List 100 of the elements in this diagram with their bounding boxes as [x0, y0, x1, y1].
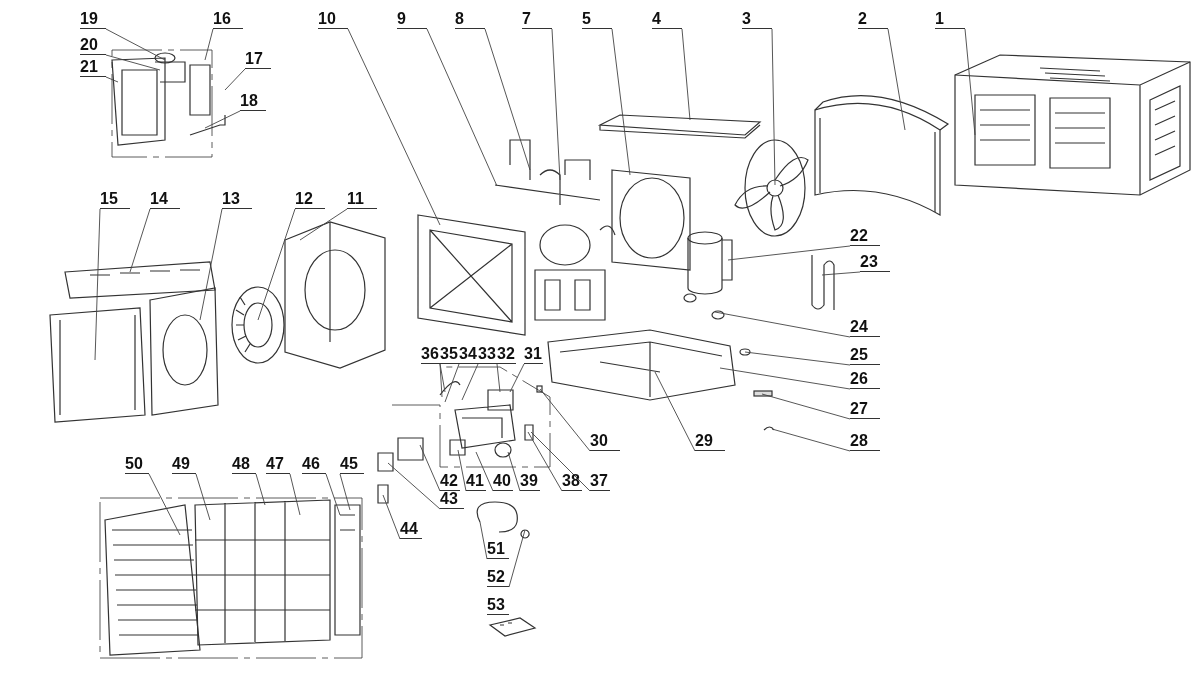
callout-number: 14 — [150, 190, 180, 209]
partition-panel-drawing — [417, 214, 526, 336]
callout-number: 16 — [213, 10, 243, 29]
display-board-drawing — [377, 437, 424, 504]
control-box-drawing — [439, 381, 534, 458]
leader-line — [479, 521, 488, 560]
leader-line — [289, 473, 301, 516]
leader-line — [719, 367, 851, 390]
leader-line — [771, 28, 776, 186]
leader-line — [387, 462, 441, 510]
leader-line — [509, 363, 525, 393]
callout-number: 19 — [80, 10, 106, 29]
leader-line — [325, 473, 341, 516]
callout-number: 28 — [850, 432, 880, 451]
callout-number: 32 — [497, 345, 516, 364]
callout-number: 52 — [487, 568, 509, 587]
callout-number: 1 — [935, 10, 965, 29]
callout-number: 29 — [695, 432, 725, 451]
leader-line — [339, 473, 351, 511]
top-plate-drawing — [64, 261, 216, 299]
fan-blade-drawing — [734, 139, 809, 237]
callout-number: 26 — [850, 370, 880, 389]
leader-line — [681, 28, 691, 121]
leader-line — [475, 451, 494, 492]
leader-line — [105, 54, 161, 71]
cabinet-drawing — [954, 54, 1191, 196]
callout-number: 31 — [524, 345, 543, 364]
screw-drawing — [536, 385, 543, 393]
callout-number: 27 — [850, 400, 880, 419]
callout-number: 41 — [466, 472, 486, 491]
evaporator-panel-drawing — [149, 287, 219, 416]
leader-line — [419, 444, 441, 492]
callout-number: 39 — [520, 472, 540, 491]
condenser-coil-drawing — [814, 94, 949, 216]
leader-line — [714, 311, 851, 338]
callout-number: 8 — [455, 10, 485, 29]
leader-line — [761, 393, 851, 420]
callout-number: 50 — [125, 455, 149, 474]
bracket-drawing — [753, 390, 773, 397]
callout-number: 44 — [400, 520, 422, 539]
leader-line — [551, 28, 561, 181]
callout-number: 23 — [860, 253, 890, 272]
leader-line — [204, 28, 214, 61]
base-pan-drawing — [547, 329, 736, 401]
leader-line — [426, 28, 498, 187]
callout-number: 5 — [582, 10, 612, 29]
clip-drawing — [763, 426, 775, 431]
leader-line — [299, 208, 348, 241]
leader-line — [199, 208, 223, 321]
callout-number: 20 — [80, 36, 106, 55]
callout-number: 45 — [340, 455, 364, 474]
callout-number: 11 — [347, 190, 377, 209]
callout-number: 18 — [240, 92, 266, 111]
callout-number: 24 — [850, 318, 880, 337]
callout-number: 35 — [440, 345, 459, 364]
callout-number: 42 — [440, 472, 460, 491]
callout-number: 25 — [850, 346, 880, 365]
front-grille-drawing — [104, 504, 201, 656]
leader-line — [195, 473, 211, 521]
callout-number: 10 — [318, 10, 348, 29]
callout-number: 37 — [590, 472, 610, 491]
shroud-drawing — [611, 169, 691, 271]
callout-number: 15 — [100, 190, 130, 209]
callout-number: 33 — [478, 345, 497, 364]
callout-number: 12 — [295, 190, 325, 209]
callout-number: 38 — [562, 472, 582, 491]
callout-number: 53 — [487, 596, 509, 615]
leader-line — [496, 363, 501, 393]
pipe-coil-drawing — [811, 254, 835, 311]
callout-number: 9 — [397, 10, 427, 29]
callout-number: 36 — [421, 345, 440, 364]
blower-wheel-drawing — [231, 286, 285, 364]
sensor-cable-drawing — [476, 501, 530, 539]
compressor-drawing — [683, 231, 733, 320]
leader-line — [105, 28, 166, 61]
leader-line — [727, 245, 851, 261]
callout-number: 13 — [222, 190, 252, 209]
leader-line — [654, 371, 696, 452]
callout-number: 17 — [245, 50, 271, 69]
blower-housing-drawing — [284, 221, 386, 369]
callout-number: 48 — [232, 455, 256, 474]
leader-line — [461, 363, 479, 401]
leader-line — [508, 529, 526, 588]
callout-number: 30 — [590, 432, 620, 451]
leader-line — [444, 363, 460, 403]
callout-number: 22 — [850, 227, 880, 246]
callout-number: 3 — [742, 10, 772, 29]
callout-number: 2 — [858, 10, 888, 29]
evaporator-coil-drawing — [49, 307, 146, 423]
leader-line — [771, 428, 851, 452]
leader-line — [224, 68, 246, 91]
leader-line — [527, 431, 563, 492]
top-cover-drawing — [599, 114, 762, 139]
callout-number: 34 — [459, 345, 478, 364]
callout-number: 40 — [493, 472, 513, 491]
callout-number: 21 — [80, 58, 106, 77]
leader-line — [507, 451, 521, 492]
leader-line — [148, 473, 181, 536]
leader-line — [611, 28, 631, 176]
leader-line — [744, 351, 851, 366]
